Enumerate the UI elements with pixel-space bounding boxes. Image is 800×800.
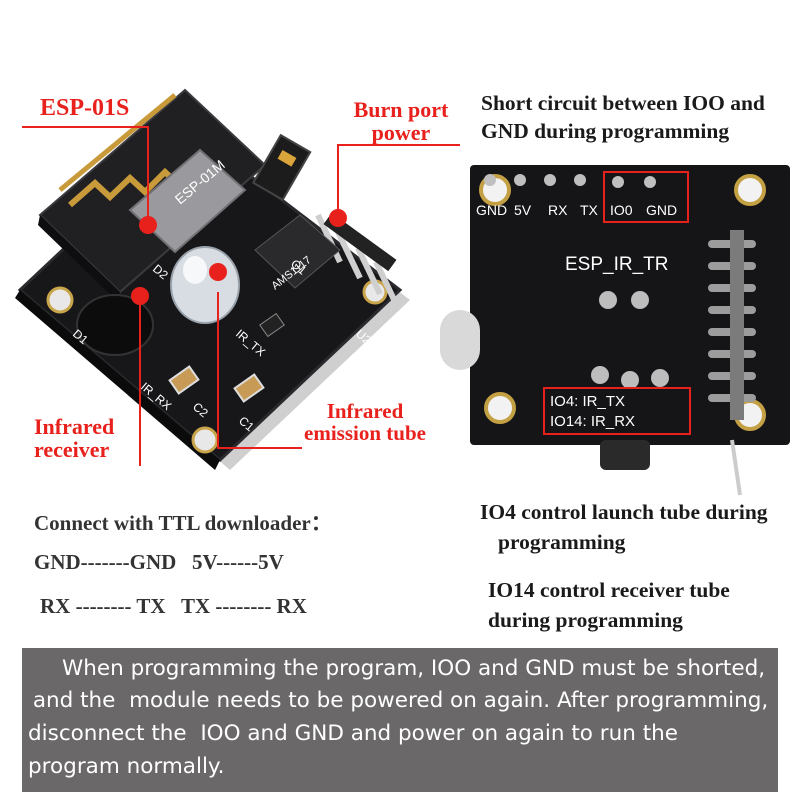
board-front-photo: ESP-01M AMS1117 D2 D1 IR_TX IR_RX C2 C1 … bbox=[15, 88, 460, 470]
marker-dot bbox=[209, 263, 227, 281]
label-burn-port: Burn port power bbox=[353, 97, 449, 146]
pin-label-gnd: GND bbox=[476, 202, 507, 218]
ttl-line-2: RX -------- TX TX -------- RX bbox=[40, 594, 307, 618]
programming-note: When programming the program, IOO and GN… bbox=[22, 648, 778, 792]
capacitor bbox=[168, 365, 200, 395]
pin-label-io0: IO0 bbox=[610, 202, 633, 218]
label-esp01s: ESP-01S bbox=[40, 95, 130, 121]
label-infrared-receiver: Infrared receiver bbox=[34, 414, 115, 463]
label-io14-control: IO14 control receiver tube during progra… bbox=[488, 578, 730, 633]
board-back-photo: GND 5V RX TX IO0 GND ESP_IR_TR IO4: IR_T… bbox=[440, 165, 790, 496]
note-line-3: disconnect the IOO and GND and power on … bbox=[28, 721, 678, 746]
io4-silk: IO4: IR_TX bbox=[550, 393, 625, 410]
callout-lines bbox=[22, 126, 460, 466]
mounting-hole bbox=[484, 392, 516, 424]
highlight-io0-gnd bbox=[603, 171, 689, 223]
ttl-title: Connect with TTL downloader： bbox=[34, 511, 332, 535]
label-infrared-emission: Infrared emission tube bbox=[304, 399, 426, 446]
note-line-2: and the module needs to be powered on ag… bbox=[26, 688, 769, 713]
mounting-hole bbox=[46, 286, 74, 314]
pin-label-rx: RX bbox=[548, 202, 568, 218]
label-io4-control: IO4 control launch tube during programmi… bbox=[480, 500, 768, 555]
marker-dot bbox=[329, 209, 347, 227]
note-line-1: When programming the program, IOO and GN… bbox=[62, 656, 766, 681]
capacitor bbox=[233, 373, 265, 403]
pin-label-gnd-2: GND bbox=[646, 202, 677, 218]
highlight-io-labels bbox=[543, 387, 691, 435]
pin-header-front bbox=[315, 212, 401, 310]
ir-led bbox=[170, 246, 240, 324]
note-line-4: program normally. bbox=[28, 754, 225, 779]
marker-dot bbox=[139, 216, 157, 234]
mounting-hole bbox=[191, 426, 219, 454]
transistor bbox=[259, 312, 285, 338]
regulator bbox=[254, 214, 341, 289]
mounting-hole bbox=[734, 174, 766, 206]
pin-label-5v: 5V bbox=[514, 202, 532, 218]
pin-label-tx: TX bbox=[580, 202, 599, 218]
ir-receiver bbox=[76, 294, 154, 356]
io14-silk: IO14: IR_RX bbox=[550, 413, 635, 430]
marker-dot bbox=[131, 287, 149, 305]
ttl-line-1: GND-------GND 5V------5V bbox=[34, 550, 284, 574]
label-short-circuit: Short circuit between IOO and GND during… bbox=[481, 91, 765, 143]
jumper-cap bbox=[251, 133, 312, 202]
board-name: ESP_IR_TR bbox=[565, 254, 668, 275]
